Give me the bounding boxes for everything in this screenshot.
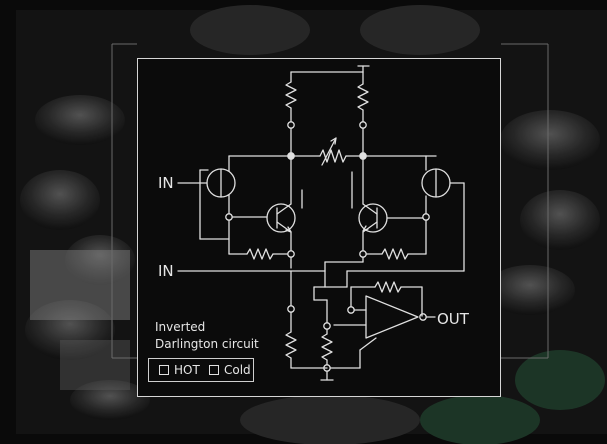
resistor-middle-bottom — [321, 333, 333, 361]
variable-resistor — [319, 149, 347, 163]
hot-checkbox-icon — [159, 365, 169, 375]
input-label-bottom: IN — [158, 262, 174, 280]
resistor-left-top — [285, 81, 297, 109]
diagram-frame — [137, 58, 501, 397]
op-amp — [365, 295, 419, 339]
resistor-right-feedback — [381, 248, 409, 260]
legend-cold-label: Cold — [224, 363, 251, 377]
resistor-left-bottom — [285, 331, 297, 359]
diagram-panel — [137, 58, 501, 397]
caption-line-1: Inverted — [155, 320, 206, 334]
frame-lines — [111, 43, 549, 359]
output-label: OUT — [437, 310, 469, 328]
resistor-right-top — [357, 83, 369, 111]
circuit-diagram — [177, 65, 465, 381]
transistor-left — [266, 203, 296, 233]
legend-hot-label: HOT — [174, 363, 200, 377]
resistor-left-feedback — [246, 248, 274, 260]
caption-line-2: Darlington circuit — [155, 337, 259, 351]
resistor-opamp-feedback — [374, 281, 402, 293]
legend-box: HOT Cold — [148, 358, 254, 382]
input-label-top: IN — [158, 174, 174, 192]
cold-checkbox-icon — [209, 365, 219, 375]
